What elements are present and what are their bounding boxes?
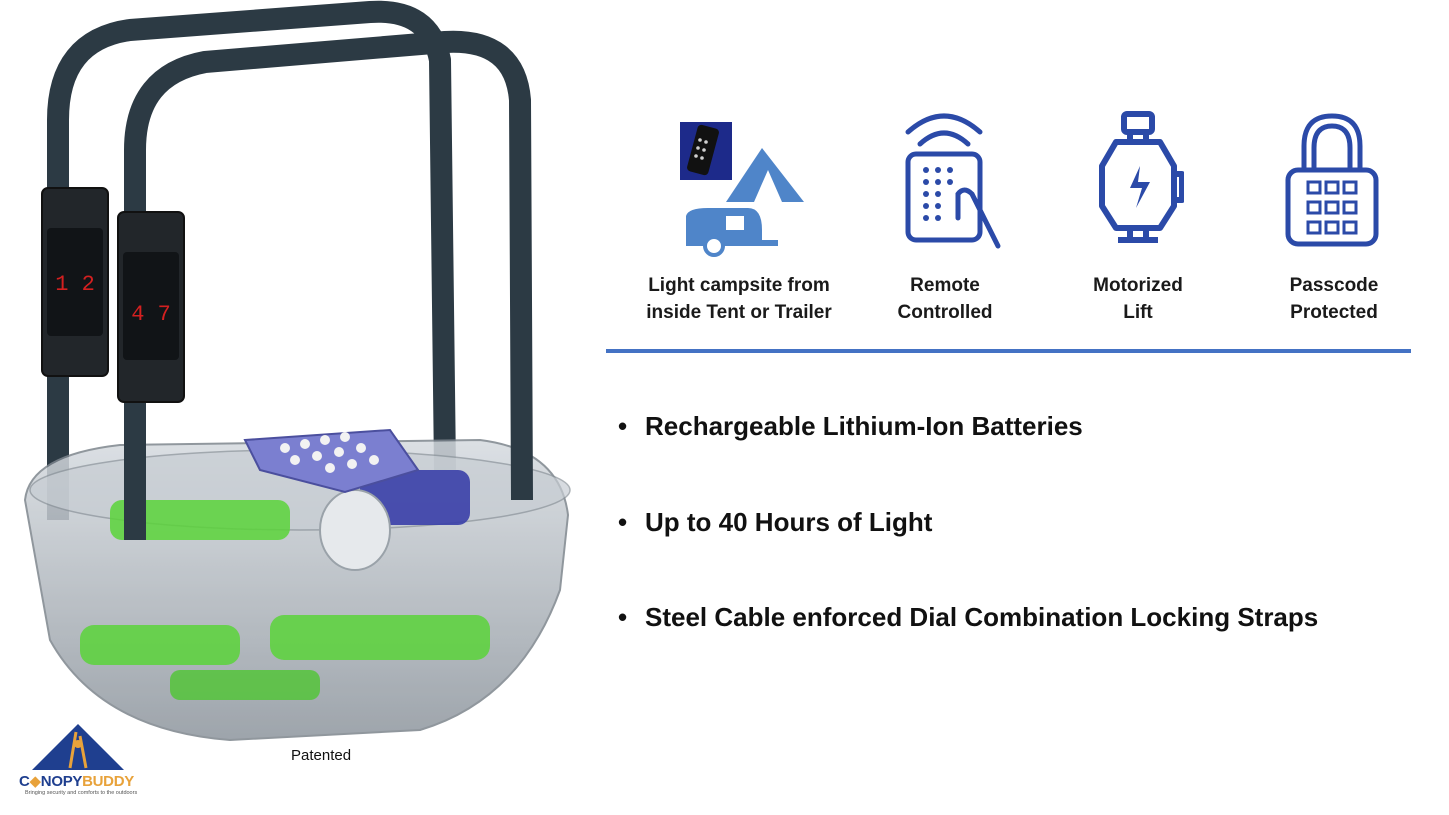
bullet-item: •Rechargeable Lithium-Ion Batteries: [618, 411, 1083, 441]
bullet-item: •Steel Cable enforced Dial Combination L…: [618, 602, 1319, 632]
bullet-dot: •: [618, 411, 628, 441]
campsite-remote-icon: [680, 122, 804, 257]
canopybuddy-logo: [32, 724, 124, 770]
lock1-digits: 1 2: [55, 272, 95, 297]
bullet-item: •Up to 40 Hours of Light: [618, 507, 933, 537]
logo-wordmark: C◆NOPYBUDDY: [19, 773, 134, 790]
product-illustration: 1 2 4 7: [23, 0, 571, 742]
padlock-keypad-icon: [1285, 113, 1379, 247]
bullet-dot: •: [618, 602, 628, 632]
patented-label: Patented: [291, 747, 352, 764]
logo-tagline: Bringing security and comforts to the ou…: [25, 790, 138, 796]
section-divider: [606, 349, 1411, 353]
lock2-digits: 4 7: [131, 302, 171, 327]
motor-icon: [1099, 111, 1184, 243]
bullet-dot: •: [618, 507, 628, 537]
remote-control-icon: [905, 113, 1001, 249]
